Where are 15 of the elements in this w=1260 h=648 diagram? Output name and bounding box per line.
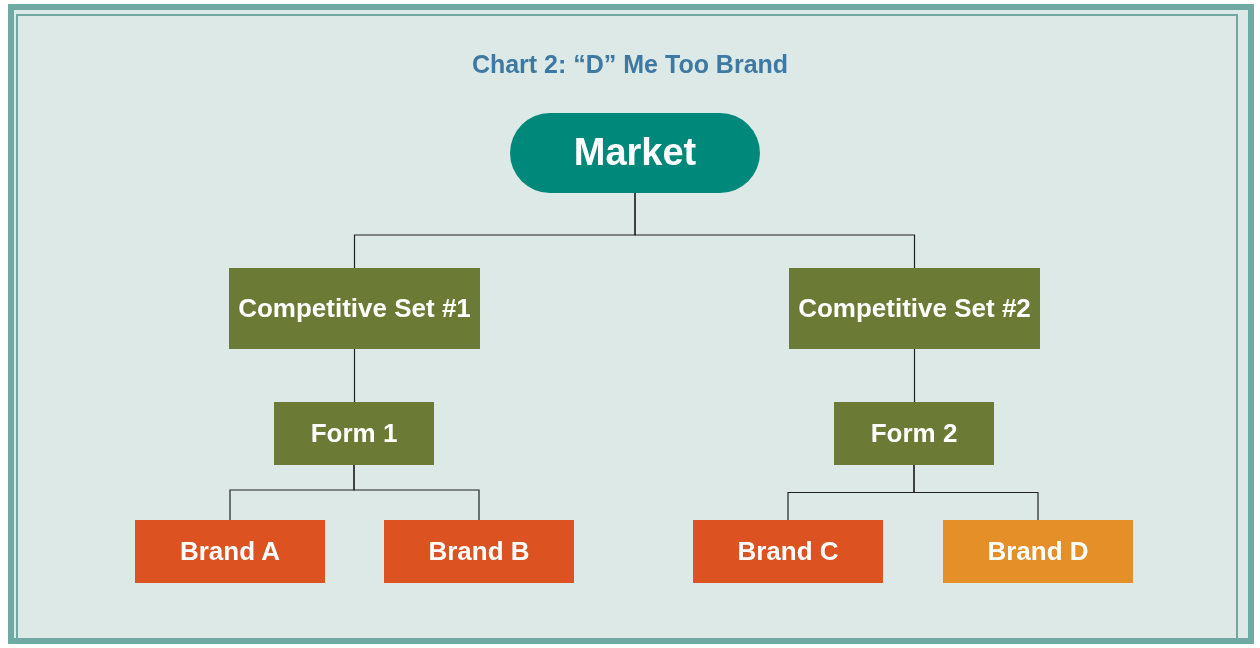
- connector-line: [634, 192, 916, 269]
- chart-title: Chart 2: “D” Me Too Brand: [470, 50, 790, 79]
- connector-line: [913, 464, 1039, 521]
- form-box: Form 2: [834, 402, 994, 465]
- category-box: Competitive Set #2: [789, 268, 1040, 349]
- form-box: Form 1: [274, 402, 434, 465]
- connector-line: [913, 348, 916, 403]
- brand-box: Brand C: [693, 520, 883, 583]
- brand-box: Brand A: [135, 520, 325, 583]
- brand-box: Brand D: [943, 520, 1133, 583]
- connector-line: [353, 348, 356, 403]
- market-pill: Market: [510, 113, 760, 193]
- connector-line: [353, 464, 480, 521]
- brand-box: Brand B: [384, 520, 574, 583]
- category-box: Competitive Set #1: [229, 268, 480, 349]
